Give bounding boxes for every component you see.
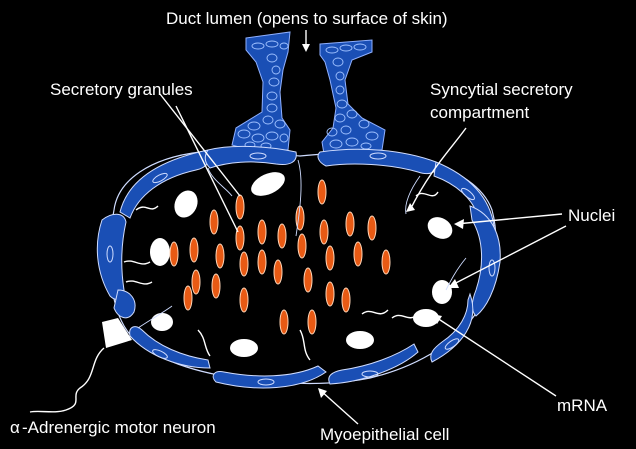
secretory-granules-label: Secretory granules xyxy=(50,80,193,99)
nuclei-label: Nuclei xyxy=(568,206,615,225)
motor-neuron-alpha: α xyxy=(10,418,20,437)
syncytial-label-line2: compartment xyxy=(430,103,529,122)
syncytial-label-line1: Syncytial secretory xyxy=(430,80,573,99)
motor-neuron-label: -Adrenergic motor neuron xyxy=(22,418,216,437)
duct-lumen-label: Duct lumen (opens to surface of skin) xyxy=(166,9,448,28)
mrna-label: mRNA xyxy=(557,396,608,415)
myoepithelial-label: Myoepithelial cell xyxy=(320,425,449,444)
